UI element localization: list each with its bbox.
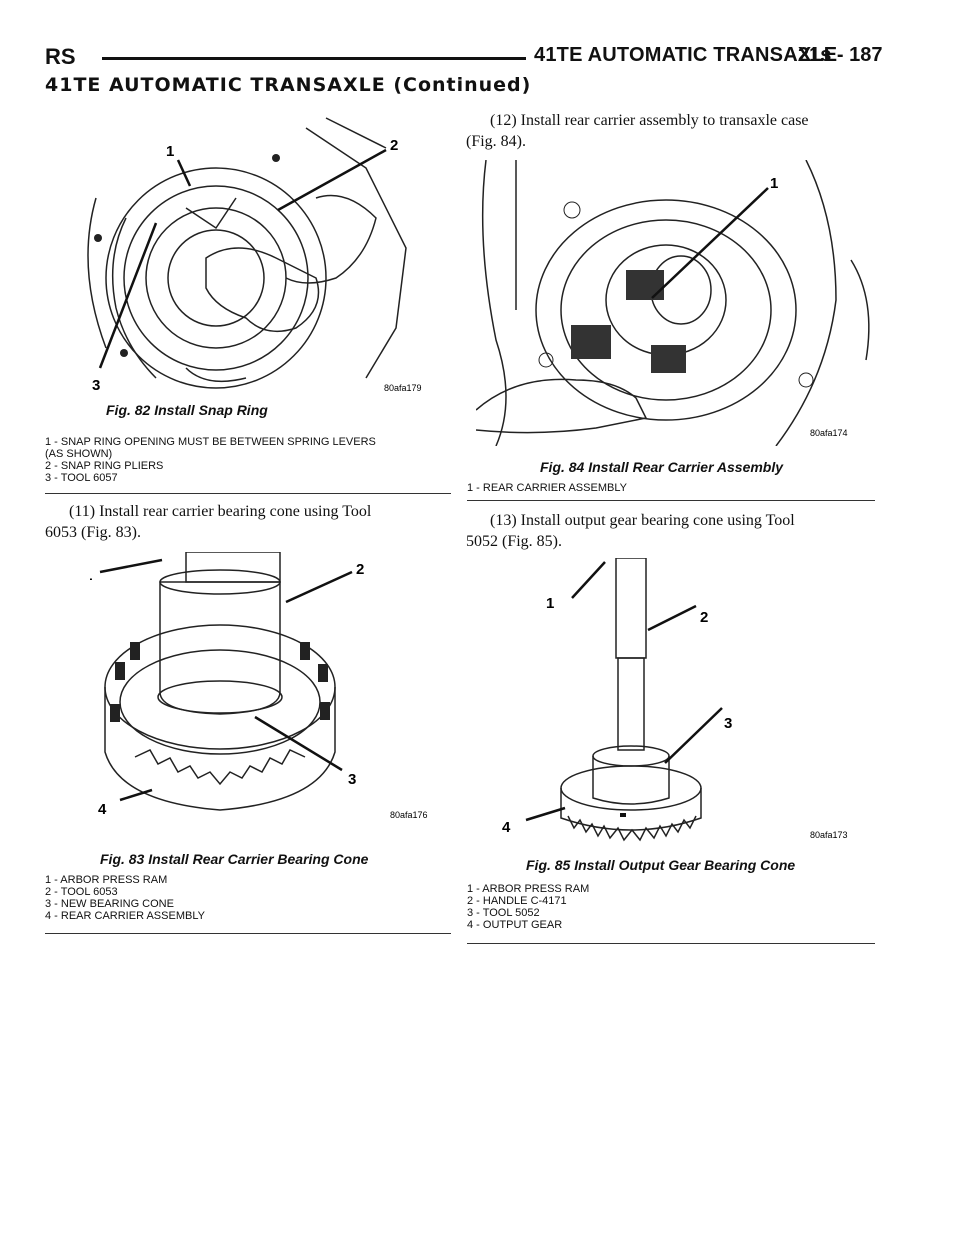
fig85-image-code: 80afa173 (810, 830, 848, 840)
fig83-image-code: 80afa176 (390, 810, 428, 820)
step-13-line: (13) Install output gear bearing cone us… (490, 512, 795, 529)
fig83-callout-2: 2 (356, 561, 364, 578)
legend-item: 1 - ARBOR PRESS RAM (467, 883, 590, 895)
step-11-line: 6053 (Fig. 83). (45, 524, 141, 541)
fig85-callout-1: 1 (546, 595, 554, 612)
step-13-line: 5052 (Fig. 85). (466, 533, 562, 550)
header-page-number: 21s - 187 (798, 44, 883, 66)
figure-83-rule (45, 933, 451, 934)
figure-82-illustration: 1 2 3 80afa179 (66, 108, 452, 398)
fig82-image-code: 80afa179 (384, 383, 422, 393)
legend-item: 2 - SNAP RING PLIERS (45, 460, 164, 472)
figure-82-caption: Fig. 82 Install Snap Ring (106, 402, 268, 418)
figure-83-illustration: 1 2 3 4 80afa176 (90, 552, 450, 822)
fig85-callout-3: 3 (724, 715, 732, 732)
step-11-text: (11) Install rear carrier bearing cone u… (45, 501, 371, 543)
figure-82-legend: 1 - SNAP RING OPENING MUST BE BETWEEN SP… (45, 436, 376, 484)
figure-84-illustration: 1 80afa174 (476, 160, 878, 446)
figure-83-caption: Fig. 83 Install Rear Carrier Bearing Con… (100, 851, 369, 867)
figure-84-rule (467, 500, 875, 501)
fig82-callout-1: 1 (166, 143, 174, 160)
legend-item: 1 - REAR CARRIER ASSEMBLY (467, 482, 627, 494)
fig82-callout-3: 3 (92, 377, 100, 394)
figure-85-illustration: 1 2 3 4 80afa173 (500, 558, 870, 848)
legend-item: (AS SHOWN) (45, 448, 113, 460)
fig85-callout-2: 2 (700, 609, 708, 626)
step-13-text: (13) Install output gear bearing cone us… (466, 510, 795, 552)
figure-82-rule (45, 493, 451, 494)
legend-item: 2 - HANDLE C-4171 (467, 895, 567, 907)
fig84-image-code: 80afa174 (810, 428, 848, 438)
step-12-line: (12) Install rear carrier assembly to tr… (490, 112, 809, 129)
legend-item: 3 - TOOL 6057 (45, 472, 118, 484)
header-title: 41TE AUTOMATIC TRANSAXLE (534, 44, 838, 66)
legend-item: 4 - REAR CARRIER ASSEMBLY (45, 910, 205, 922)
fig83-callout-4: 4 (98, 801, 107, 818)
step-12-text: (12) Install rear carrier assembly to tr… (466, 110, 809, 152)
fig83-callout-1: 1 (90, 567, 92, 584)
legend-item: 3 - TOOL 5052 (467, 907, 540, 919)
step-11-line: (11) Install rear carrier bearing cone u… (69, 503, 372, 520)
figure-85-caption: Fig. 85 Install Output Gear Bearing Cone (526, 857, 796, 873)
figure-85-rule (467, 943, 875, 944)
step-12-line: (Fig. 84). (466, 133, 526, 150)
figure-84-caption: Fig. 84 Install Rear Carrier Assembly (540, 459, 784, 475)
fig85-callout-4: 4 (502, 819, 511, 836)
legend-item: 1 - ARBOR PRESS RAM (45, 874, 168, 886)
section-title: 41TE AUTOMATIC TRANSAXLE (Continued) (45, 74, 532, 96)
header-rule (102, 57, 526, 60)
fig84-callout-1: 1 (770, 175, 778, 192)
legend-item: 4 - OUTPUT GEAR (467, 919, 563, 931)
fig83-callout-3: 3 (348, 771, 356, 788)
legend-item: 2 - TOOL 6053 (45, 886, 118, 898)
fig82-callout-2: 2 (390, 137, 398, 154)
header-section-code: RS (45, 44, 76, 69)
figure-83-legend: 1 - ARBOR PRESS RAM 2 - TOOL 6053 3 - NE… (45, 874, 205, 922)
figure-84-legend: 1 - REAR CARRIER ASSEMBLY (467, 482, 627, 494)
legend-item: 3 - NEW BEARING CONE (45, 898, 174, 910)
figure-85-legend: 1 - ARBOR PRESS RAM 2 - HANDLE C-4171 3 … (467, 883, 589, 931)
legend-item: 1 - SNAP RING OPENING MUST BE BETWEEN SP… (45, 436, 376, 448)
